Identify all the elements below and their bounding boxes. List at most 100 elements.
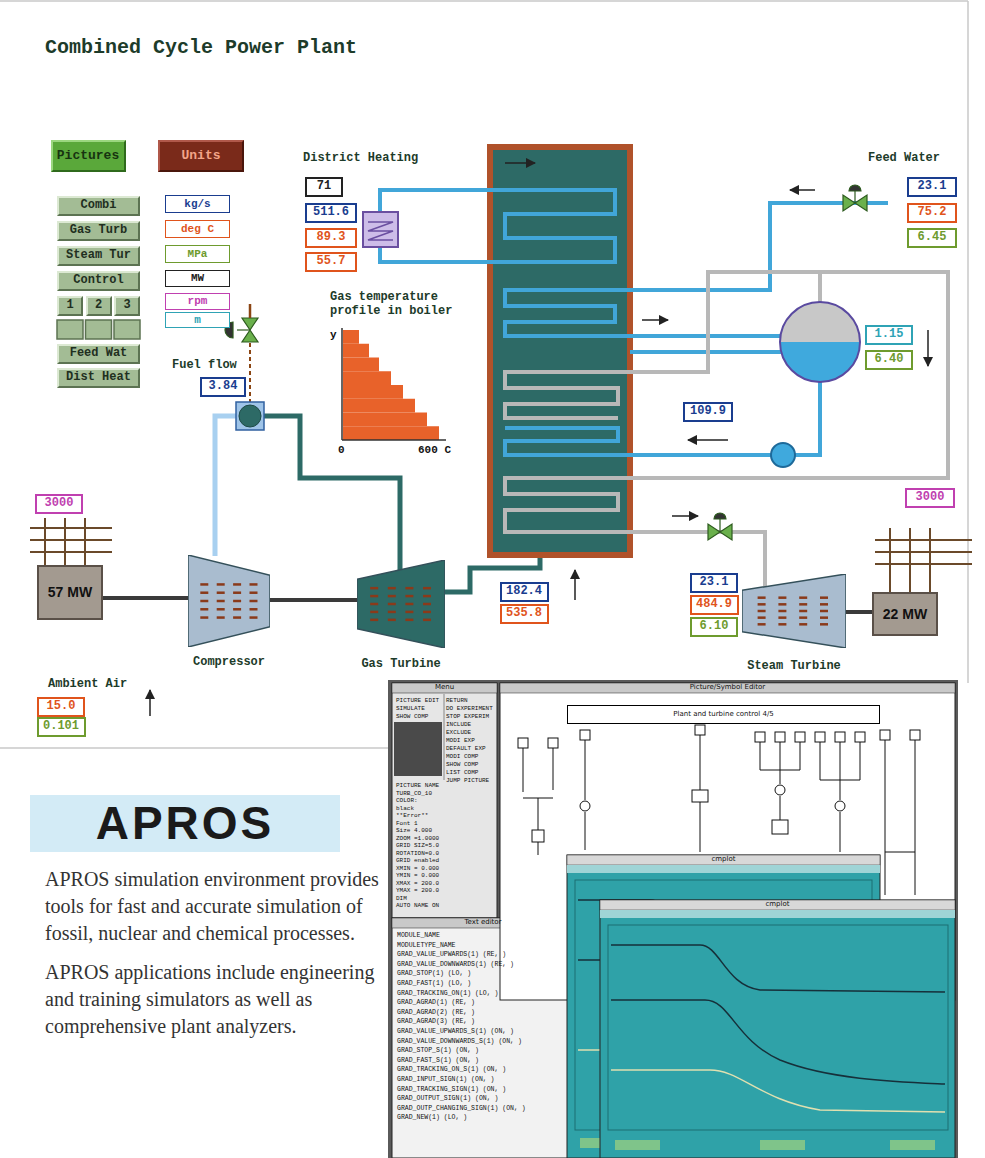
temperature-chart bbox=[343, 344, 369, 358]
turbine-blade bbox=[405, 611, 413, 614]
valve bbox=[849, 185, 861, 191]
turbine-blade bbox=[233, 583, 241, 586]
temperature-chart bbox=[343, 358, 379, 372]
turbine-blade bbox=[217, 608, 225, 611]
menu-item: RETURN bbox=[446, 697, 468, 704]
turbine-blade bbox=[200, 608, 208, 611]
node-text: 57 MW bbox=[48, 584, 92, 600]
symbol-editor-frame bbox=[855, 732, 865, 742]
valve bbox=[854, 191, 855, 203]
node-text: Combi bbox=[80, 199, 116, 213]
power-line bbox=[875, 551, 972, 553]
turbine-blade bbox=[758, 596, 766, 599]
turbine-blade bbox=[250, 600, 258, 603]
menu-item: YMAX = 200.0 bbox=[396, 887, 439, 894]
symbol-editor-frame bbox=[910, 730, 920, 740]
menu-item: EXCLUDE bbox=[446, 729, 471, 736]
plot-window-frame bbox=[615, 1140, 935, 1150]
turbine-blade bbox=[217, 616, 225, 619]
value-box: 75.2 bbox=[907, 203, 957, 223]
turbine-outline bbox=[188, 555, 270, 647]
power-line bbox=[44, 518, 46, 565]
menu-item: DEFAULT EXP bbox=[446, 745, 486, 752]
turbine-blade bbox=[250, 608, 258, 611]
fuel-line bbox=[249, 343, 251, 402]
menu-item: YMIN = 0.000 bbox=[396, 872, 439, 879]
node-text: 511.6 bbox=[313, 206, 349, 220]
code-line: GRAD_FAST_S(1) (ON, ) bbox=[397, 1057, 479, 1065]
axis-label: 600 C bbox=[418, 444, 451, 456]
value-box: 511.6 bbox=[305, 203, 357, 223]
node-text: 6.10 bbox=[700, 620, 729, 634]
turbine-blade bbox=[778, 603, 786, 606]
menu-window-frame bbox=[444, 694, 445, 780]
node-text: Control bbox=[73, 274, 123, 288]
turbine-blade bbox=[799, 603, 807, 606]
menu-item: STOP EXPERIM bbox=[446, 713, 489, 720]
symbol-editor-frame bbox=[775, 732, 785, 742]
valve bbox=[225, 185, 867, 540]
power-line bbox=[64, 518, 66, 565]
valve bbox=[719, 519, 720, 532]
turbine-blade bbox=[217, 583, 225, 586]
value-box: 71 bbox=[305, 177, 343, 197]
node-text: Feed Wat bbox=[70, 347, 128, 361]
value-box: 6.45 bbox=[907, 228, 957, 248]
combustor bbox=[236, 402, 264, 430]
code-line: GRAD_VALUE_DOWNWARDS(1) (RE, ) bbox=[397, 961, 514, 969]
node-text: 3000 bbox=[45, 497, 74, 511]
code-line: GRAD_VALUE_UPWARDS_S(1) (ON, ) bbox=[397, 1028, 514, 1036]
temperature-chart bbox=[343, 426, 439, 440]
node-text: 23.1 bbox=[700, 576, 729, 590]
node-text: APROS bbox=[96, 797, 275, 850]
turbine-blade bbox=[799, 623, 807, 626]
turbine-blade bbox=[405, 603, 413, 606]
turbine-body bbox=[357, 560, 445, 648]
menu-item: TURB_CO_10 bbox=[396, 790, 432, 797]
code-line: GRAD_TRACKING_ON_S(1) (ON, ) bbox=[397, 1066, 506, 1074]
menu-button: Feed Wat bbox=[57, 344, 140, 364]
unit-text: MPa bbox=[188, 248, 208, 261]
symbol-editor-frame bbox=[880, 730, 890, 740]
menu-button: Steam Tur bbox=[57, 246, 140, 266]
plot-window-frame bbox=[615, 1140, 660, 1150]
blank-button bbox=[57, 320, 83, 339]
menu-item: **Error** bbox=[396, 812, 428, 819]
symbol-editor-frame bbox=[775, 785, 785, 795]
menu-window-frame bbox=[394, 722, 442, 776]
unit-text: rpm bbox=[188, 295, 208, 308]
plot-window-frame bbox=[567, 865, 880, 873]
node-text: Dist Heat bbox=[66, 371, 131, 385]
menu-item: DO EXPERIMENT bbox=[446, 705, 493, 712]
code-line: GRAD_STOP_S(1) (ON, ) bbox=[397, 1047, 479, 1055]
node-text: Compressor bbox=[193, 656, 265, 670]
flow-arrow bbox=[642, 319, 668, 321]
steam-pipe bbox=[505, 272, 948, 590]
air-pipe bbox=[215, 416, 236, 556]
paragraph-text: APROS simulation environment provides to… bbox=[45, 866, 380, 947]
unit-swatch: MPa bbox=[165, 245, 230, 263]
temperature-chart bbox=[341, 328, 343, 440]
power-line bbox=[929, 528, 931, 592]
menu-button: Pictures bbox=[51, 140, 126, 172]
temperature-chart bbox=[343, 330, 359, 344]
node-text: 2 bbox=[95, 299, 102, 313]
drive-shaft bbox=[103, 596, 188, 600]
annotation-label: Feed Water bbox=[868, 151, 940, 165]
menu-button: 3 bbox=[114, 296, 140, 316]
power-line bbox=[30, 527, 112, 529]
flow-arrow bbox=[574, 570, 576, 600]
screenshot-backdrop bbox=[388, 680, 958, 1158]
water-pipe bbox=[380, 190, 888, 455]
symbol-editor-frame bbox=[500, 683, 955, 693]
turbine-blade bbox=[217, 600, 225, 603]
unit-swatch: deg C bbox=[165, 220, 230, 238]
turbine-blade bbox=[233, 608, 241, 611]
power-line bbox=[889, 528, 891, 592]
menu-item: AUTO NAME ON bbox=[396, 902, 439, 909]
menu-item: XMIN = 0.000 bbox=[396, 865, 439, 872]
turbine-symbol: Compressor bbox=[188, 555, 270, 670]
node-text: Gas Turb bbox=[70, 224, 128, 238]
turbine-blade bbox=[758, 603, 766, 606]
temperature-chart bbox=[342, 439, 446, 441]
